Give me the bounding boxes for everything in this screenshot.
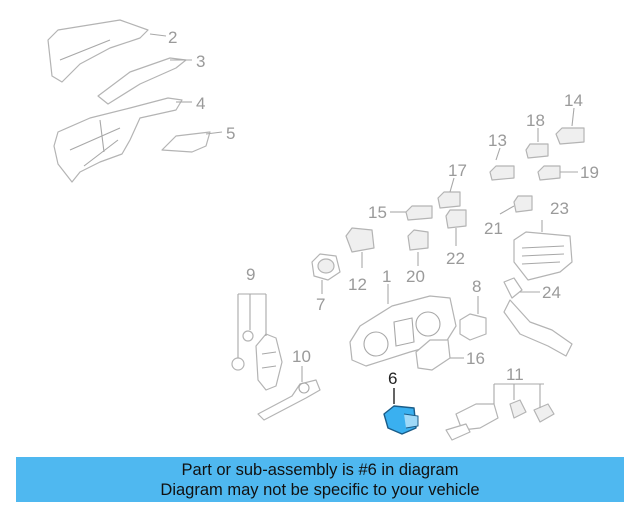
callout-9[interactable]: 9 [246, 265, 255, 284]
parts-diagram: 2 3 4 5 6 7 8 9 10 11 12 13 14 15 16 17 … [47, 19, 599, 441]
callout-24[interactable]: 24 [542, 283, 561, 302]
callout-8[interactable]: 8 [472, 277, 481, 296]
part-17-switch[interactable] [437, 191, 461, 209]
callout-16[interactable]: 16 [466, 349, 485, 368]
callout-12[interactable]: 12 [348, 275, 367, 294]
part-11-lock-parts[interactable] [445, 399, 555, 441]
callout-22[interactable]: 22 [446, 249, 465, 268]
part-15-sensor[interactable] [405, 205, 433, 221]
part-24-harness[interactable] [503, 277, 573, 357]
callout-21[interactable]: 21 [484, 219, 503, 238]
part-23-control-unit[interactable] [513, 231, 573, 281]
part-3-panel[interactable] [97, 57, 187, 105]
info-banner: Part or sub-assembly is #6 in diagram Di… [16, 457, 624, 502]
part-9-key-fob[interactable] [231, 330, 283, 391]
callout-17[interactable]: 17 [448, 161, 467, 180]
part-4-frame[interactable] [53, 97, 183, 183]
callout-2[interactable]: 2 [168, 28, 177, 47]
part-21-switch[interactable] [513, 195, 533, 213]
callout-15[interactable]: 15 [368, 203, 387, 222]
callout-11[interactable]: 11 [506, 365, 524, 384]
callout-5[interactable]: 5 [226, 124, 235, 143]
callout-14[interactable]: 14 [564, 91, 583, 110]
callout-6[interactable]: 6 [388, 369, 397, 388]
callout-13[interactable]: 13 [488, 131, 507, 150]
part-12-switch[interactable] [345, 227, 375, 253]
callout-18[interactable]: 18 [526, 111, 545, 130]
part-13-switch[interactable] [489, 165, 515, 181]
callout-23[interactable]: 23 [550, 199, 569, 218]
part-10-key-blade[interactable] [257, 379, 321, 421]
part-18-switch[interactable] [525, 143, 549, 159]
callout-19[interactable]: 19 [580, 163, 599, 182]
banner-line-2: Diagram may not be specific to your vehi… [160, 481, 480, 499]
part-22-switch[interactable] [445, 209, 467, 229]
part-20-switch[interactable] [407, 229, 429, 251]
part-14-switch[interactable] [555, 127, 585, 145]
part-2-trim-panel[interactable] [47, 19, 149, 83]
part-7-switch[interactable] [311, 253, 341, 281]
part-8-switch[interactable] [459, 313, 487, 341]
callout-3[interactable]: 3 [196, 52, 205, 71]
callout-10[interactable]: 10 [292, 347, 311, 366]
part-1-instrument-cluster[interactable] [349, 295, 457, 367]
callout-4[interactable]: 4 [196, 94, 205, 113]
part-5-bracket[interactable] [161, 131, 211, 153]
callout-20[interactable]: 20 [406, 267, 425, 286]
banner-line-1: Part or sub-assembly is #6 in diagram [181, 461, 459, 479]
part-6-highlighted-component[interactable] [383, 405, 419, 435]
part-19-switch[interactable] [537, 165, 561, 181]
callout-7[interactable]: 7 [316, 295, 325, 314]
callout-1[interactable]: 1 [382, 267, 391, 286]
